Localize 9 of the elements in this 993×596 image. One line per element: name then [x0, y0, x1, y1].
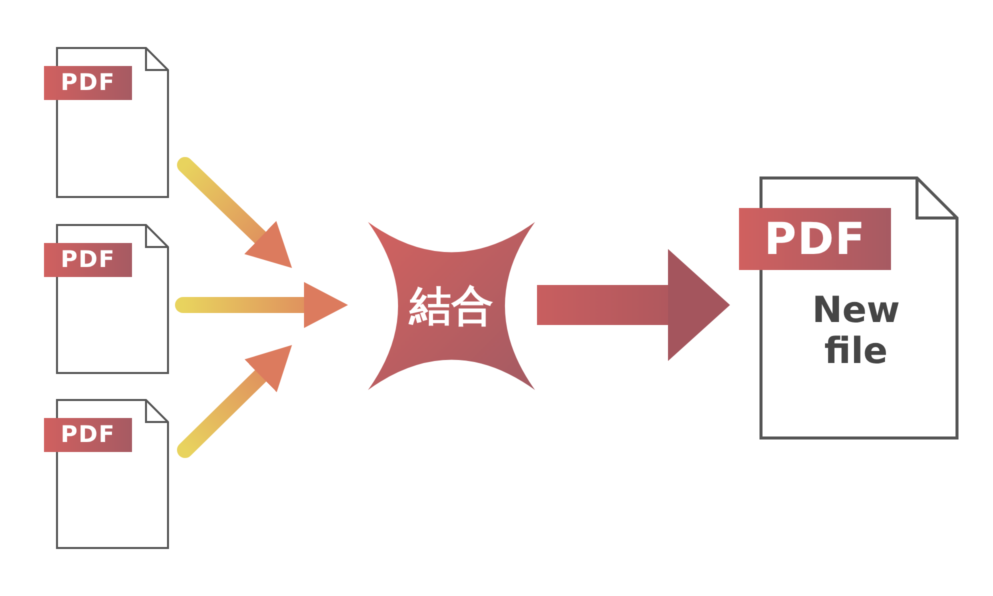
file-type-tag: PDF [44, 66, 132, 100]
merge-label: 結合 [410, 280, 494, 332]
file-name: New file [811, 290, 901, 373]
arrow [175, 282, 348, 328]
file-type-tag: PDF [739, 208, 891, 270]
arrow [177, 345, 292, 458]
file-type-tag: PDF [44, 418, 132, 452]
file-type-tag: PDF [44, 243, 132, 277]
arrow [177, 157, 292, 268]
